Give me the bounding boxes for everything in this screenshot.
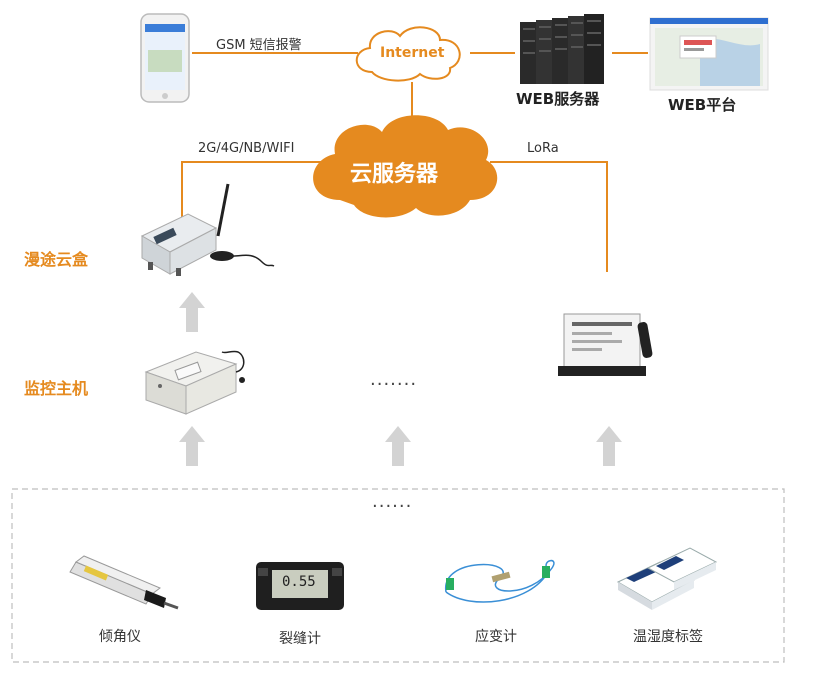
monitor-host-device — [144, 350, 245, 415]
sensor-label-strain-gauge: 应变计 — [475, 629, 517, 645]
arrow-up-icon — [179, 292, 205, 332]
cloud-server-icon — [313, 115, 498, 218]
left-link-line — [181, 161, 322, 222]
arrow-up-icon — [596, 426, 622, 466]
sensor-label-inclinometer: 倾角仪 — [99, 629, 141, 645]
internet-cloud-icon — [355, 26, 461, 82]
right-link-line — [490, 161, 608, 272]
cloud-box-label: 漫途云盒 — [24, 250, 89, 269]
arrow-up-icon — [385, 426, 411, 466]
phone-icon — [140, 13, 190, 103]
cloud-server-label: 云服务器 — [350, 162, 439, 187]
inclinometer-device — [69, 555, 179, 610]
sensor-label-temp-humidity: 温湿度标签 — [633, 629, 703, 645]
crack-meter-display: 0.55 — [282, 574, 316, 590]
left-link-label: 2G/4G/NB/WIFI — [198, 141, 295, 156]
sensor-frame — [11, 488, 785, 663]
temp-humidity-tag-device — [616, 547, 718, 610]
strain-gauge-device — [445, 559, 555, 603]
web-platform-label: WEB平台 — [668, 96, 737, 114]
arrow-up-icon — [179, 426, 205, 466]
ellipsis-middle: ······· — [370, 374, 418, 395]
sensor-label-crack-meter: 裂缝计 — [279, 631, 321, 647]
web-platform-screenshot — [649, 17, 769, 91]
internet-label: Internet — [380, 45, 445, 61]
right-link-label: LoRa — [527, 141, 559, 156]
lora-gateway-device — [558, 313, 653, 376]
ellipsis-sensors: ······ — [372, 496, 413, 517]
cloud-box-device — [140, 183, 275, 276]
server-rack-icon — [520, 14, 604, 84]
crack-meter-device — [256, 562, 344, 610]
gsm-label: GSM 短信报警 — [216, 38, 302, 53]
monitor-host-label: 监控主机 — [24, 379, 89, 398]
web-server-label: WEB服务器 — [516, 90, 600, 108]
